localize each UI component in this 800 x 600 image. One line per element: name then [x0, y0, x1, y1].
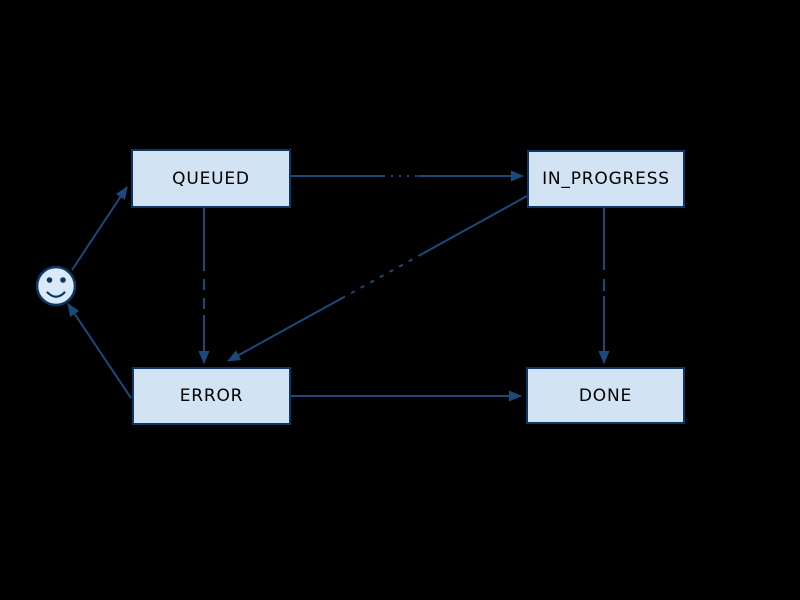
- smiley-right-eye: [60, 277, 66, 283]
- smiley-head: [35, 265, 77, 307]
- state-node-queued: QUEUED: [131, 149, 291, 208]
- smiley-left-eye: [46, 277, 53, 283]
- state-node-label: DONE: [578, 385, 633, 406]
- state-node-label: ERROR: [179, 386, 244, 406]
- edge-in-progress-to-error: [227, 195, 528, 362]
- smiley-mouth: [46, 291, 66, 298]
- state-node-label: IN_PROGRESS: [542, 169, 670, 189]
- state-node-label: QUEUED: [172, 168, 250, 189]
- state-node-done: DONE: [526, 367, 685, 424]
- state-node-error: ERROR: [132, 367, 291, 425]
- edge-label-occlusion: [344, 253, 423, 298]
- state-node-in-progress: IN_PROGRESS: [527, 150, 685, 208]
- edge-error-to-start: [67, 303, 132, 399]
- smiley-face-icon: [35, 265, 77, 307]
- edge-start-to-queued: [71, 186, 128, 271]
